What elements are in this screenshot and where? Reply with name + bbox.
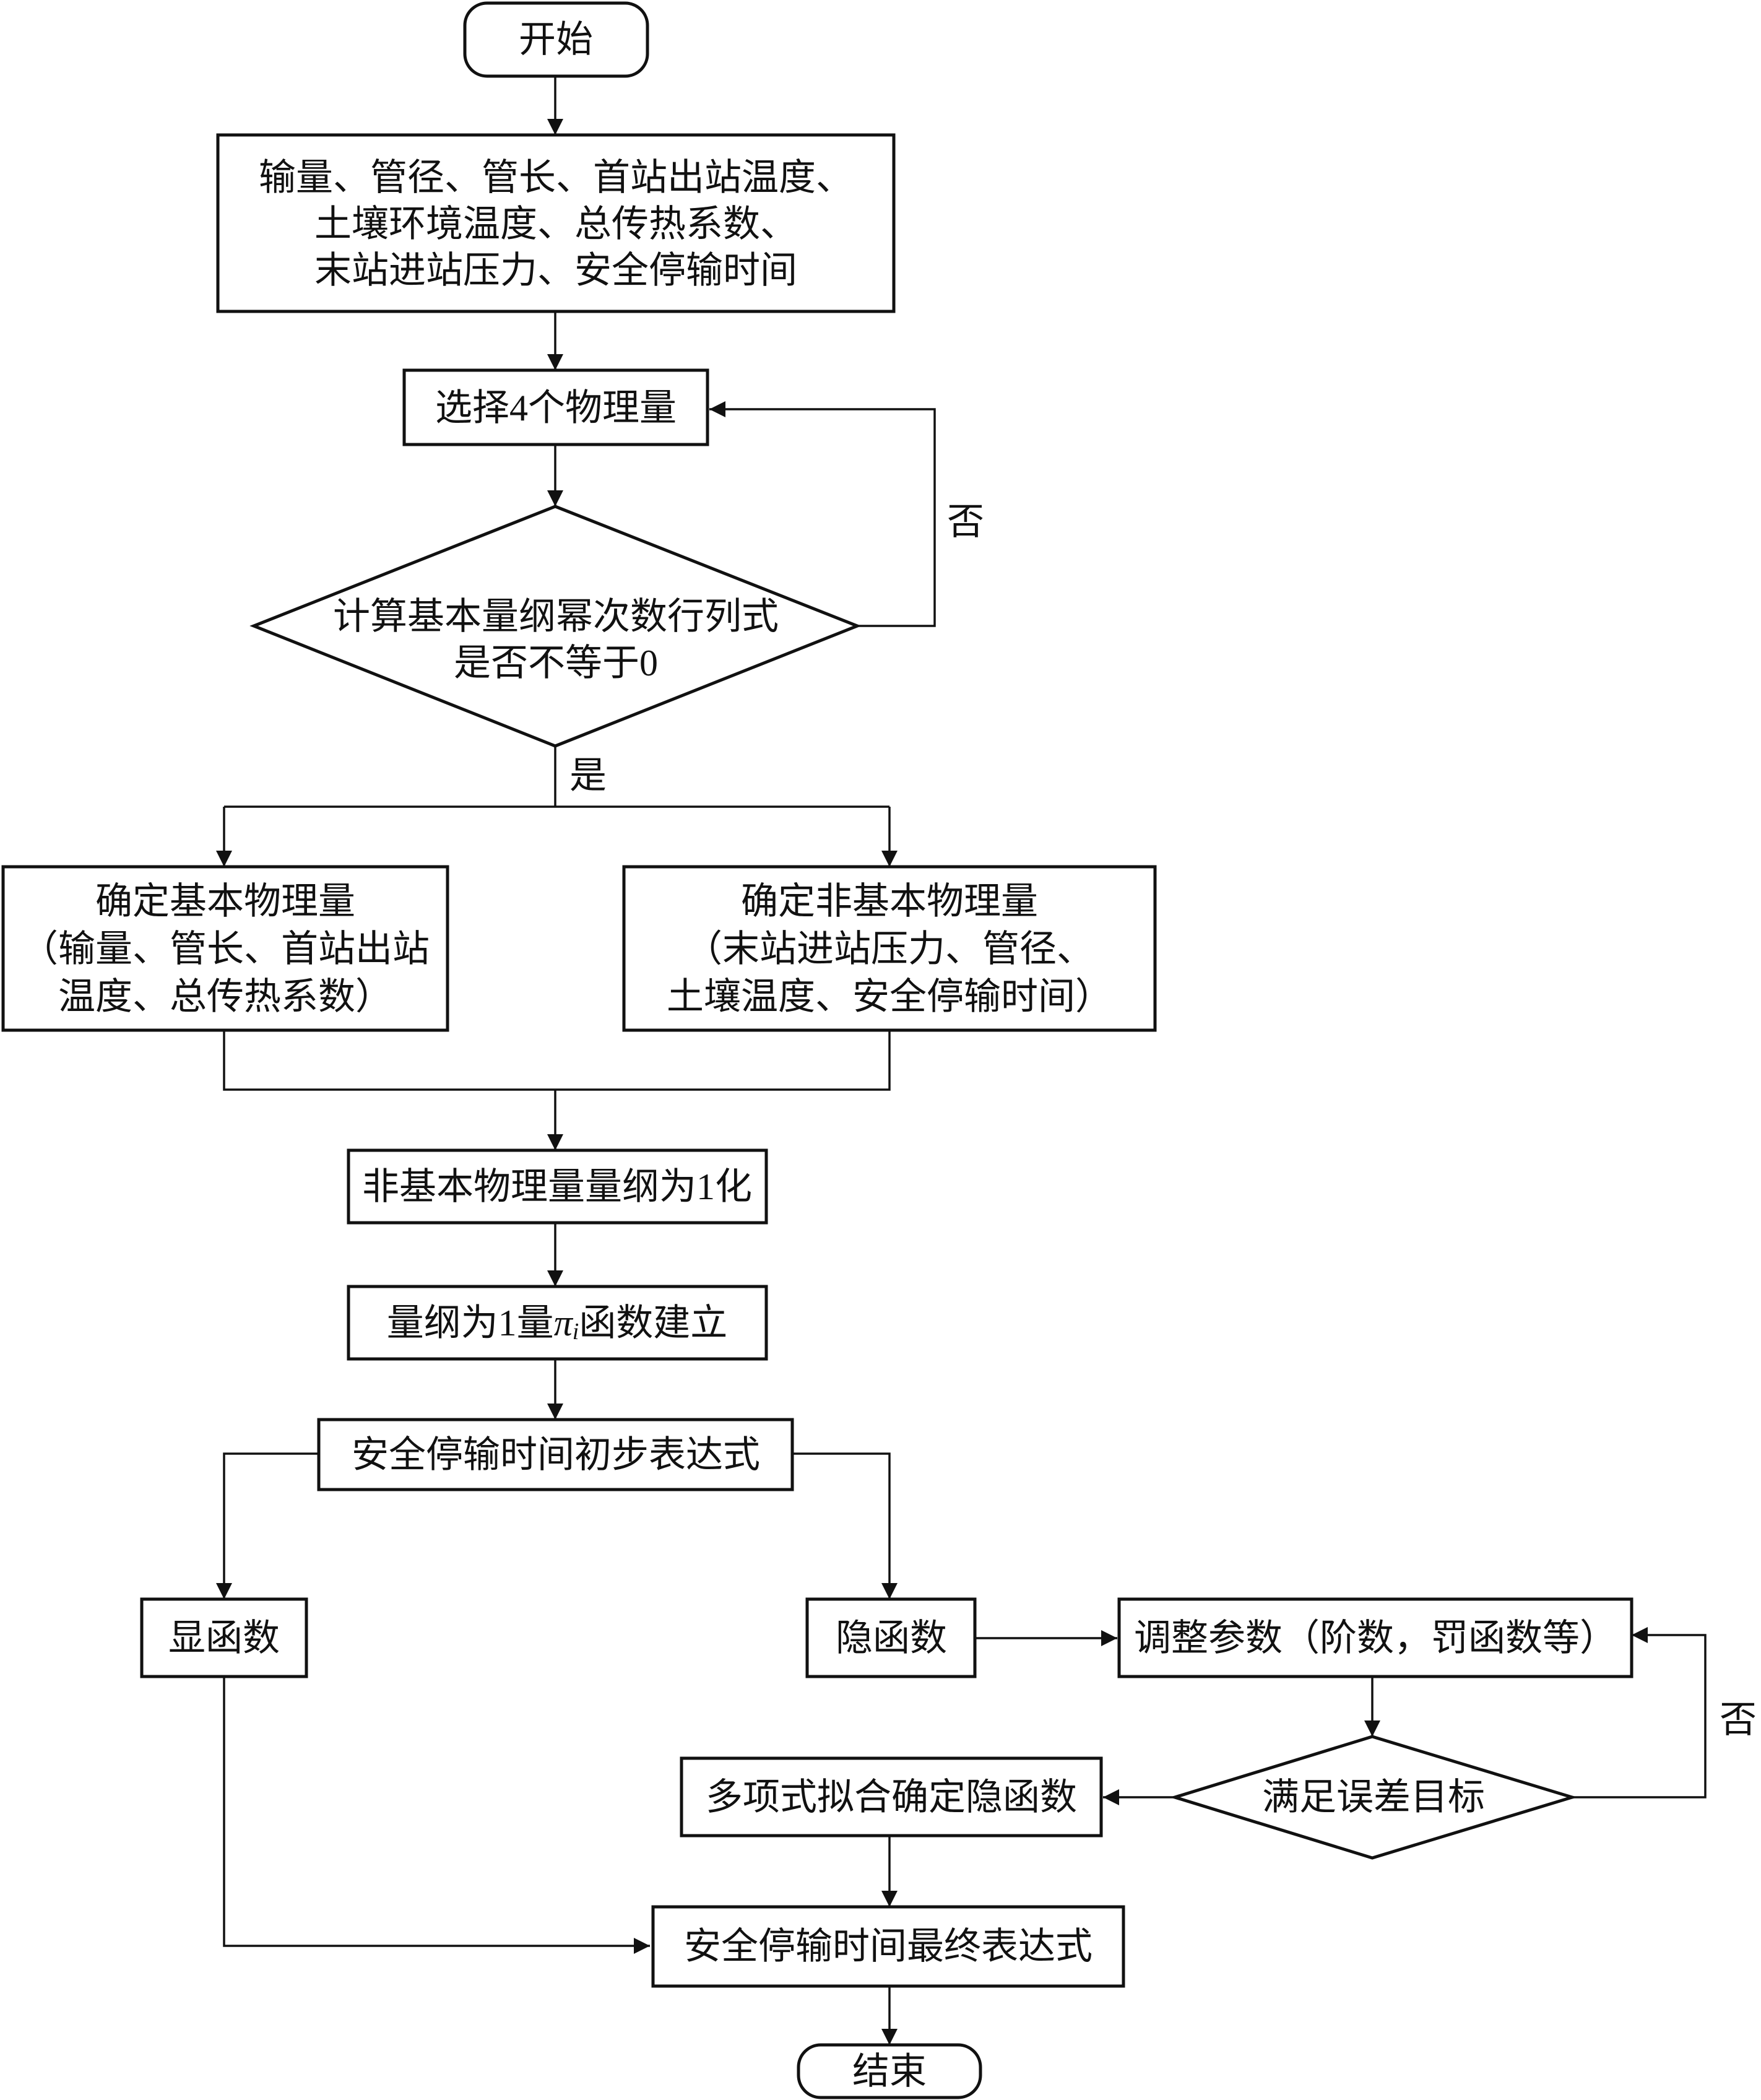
normalize-node: 非基本物理量量纲为1化: [347, 1148, 768, 1225]
basic-quantities-node: 确定基本物理量 （输量、管长、首站出站 温度、总传热系数）: [1, 865, 449, 1032]
nonbasic-line-1: 确定非基本物理量: [741, 881, 1038, 922]
pi-function-label: 量纲为1量πi函数建立: [387, 1303, 728, 1345]
decision1-node: 计算基本量纲幂次数行列式 是否不等于0: [249, 505, 862, 748]
final-label: 安全停输时间最终表达式: [684, 1926, 1093, 1967]
edges: [216, 76, 1707, 2045]
polyfit-label: 多项式拟合确定隐函数: [706, 1777, 1077, 1818]
nonbasic-line-3: 土壤温度、安全停输时间）: [667, 976, 1112, 1017]
inputs-line-1: 输量、管径、管长、首站出站温度、: [259, 157, 853, 198]
normalize-label: 非基本物理量量纲为1化: [362, 1166, 752, 1207]
edge-decision1-no-loop: [709, 401, 936, 627]
edge-prelim-implicit: [792, 1452, 898, 1599]
inputs-line-3: 末站进站压力、安全停输时间: [314, 250, 797, 291]
edge-decision2-no-loop: [1572, 1627, 1707, 1798]
implicit-function-node: 隐函数: [805, 1597, 977, 1678]
decision1-no-label: 否: [947, 501, 984, 542]
nonbasic-line-2: （末站进站压力、管径、: [685, 929, 1094, 970]
end-label: 结束: [852, 2051, 927, 2092]
prelim-expression-node: 安全停输时间初步表达式: [317, 1418, 794, 1491]
adjust-params-node: 调整参数（阶数，罚函数等）: [1117, 1597, 1633, 1678]
polyfit-node: 多项式拟合确定隐函数: [680, 1756, 1103, 1838]
start-label: 开始: [519, 19, 593, 60]
decision1-line-2: 是否不等于0: [454, 643, 658, 683]
prelim-label: 安全停输时间初步表达式: [352, 1434, 760, 1475]
basic-line-3: 温度、总传热系数）: [58, 976, 392, 1017]
basic-line-2: （输量、管长、首站出站: [21, 929, 430, 970]
edge-explicit-final: [223, 1677, 650, 1954]
select-node: 选择4个物理量: [402, 368, 709, 446]
adjust-label: 调整参数（阶数，罚函数等）: [1134, 1618, 1617, 1659]
edge-prelim-explicit: [216, 1452, 319, 1599]
final-expression-node: 安全停输时间最终表达式: [651, 1905, 1125, 1988]
decision1-yes-label: 是: [569, 755, 607, 796]
explicit-function-node: 显函数: [140, 1597, 308, 1678]
decision2-label: 满足误差目标: [1262, 1777, 1485, 1818]
end-node: 结束: [797, 2043, 982, 2099]
edge-basic-merge: [223, 1030, 891, 1091]
decision2-node: 满足误差目标: [1169, 1735, 1578, 1860]
implicit-label: 隐函数: [836, 1618, 947, 1659]
inputs-node: 输量、管径、管长、首站出站温度、 土壤环境温度、总传热系数、 末站进站压力、安全…: [216, 133, 896, 313]
basic-line-1: 确定基本物理量: [95, 881, 355, 922]
start-node: 开始: [463, 1, 649, 78]
explicit-label: 显函数: [168, 1618, 280, 1659]
pi-function-node: 量纲为1量πi函数建立: [347, 1285, 768, 1361]
nonbasic-quantities-node: 确定非基本物理量 （末站进站压力、管径、 土壤温度、安全停输时间）: [622, 865, 1157, 1032]
decision1-line-1: 计算基本量纲幂次数行列式: [333, 596, 779, 637]
inputs-line-2: 土壤环境温度、总传热系数、: [314, 204, 797, 245]
select-label: 选择4个物理量: [435, 388, 677, 428]
decision2-no-label: 否: [1720, 1699, 1757, 1740]
